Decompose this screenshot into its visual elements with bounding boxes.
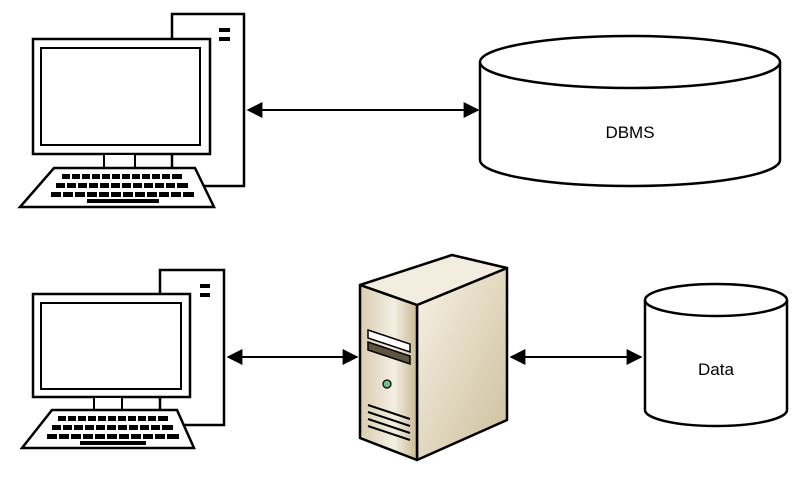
cylinder-database-icon xyxy=(478,34,782,188)
data-cylinder: Data xyxy=(643,282,789,428)
dbms-cylinder: DBMS xyxy=(478,34,782,188)
app-server xyxy=(358,253,509,462)
client-computer-top xyxy=(17,12,246,209)
server-tower-icon xyxy=(358,253,509,462)
desktop-computer-icon xyxy=(17,12,246,209)
dbms-label: DBMS xyxy=(605,123,654,142)
client-computer-bottom xyxy=(19,268,226,450)
data-label: Data xyxy=(698,360,734,379)
desktop-computer-icon xyxy=(19,268,226,450)
cylinder-database-icon xyxy=(643,282,789,428)
